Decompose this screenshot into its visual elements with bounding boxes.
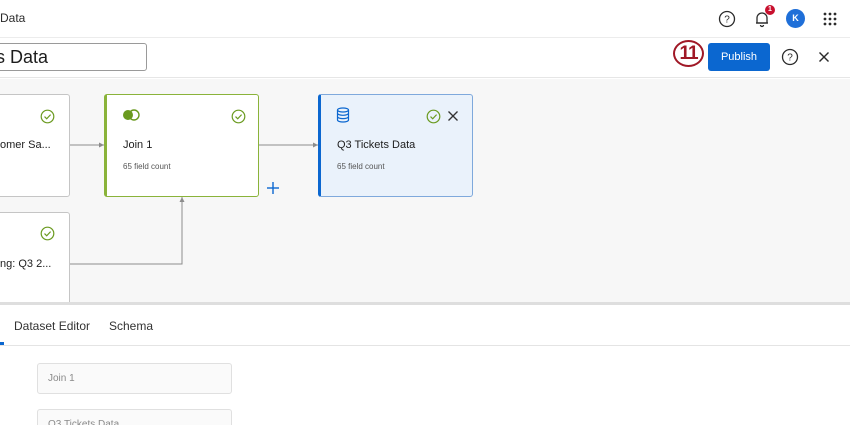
output-node-q3-tickets[interactable]: Q3 Tickets Data 65 field count — [318, 94, 473, 197]
node-label: Q3 Tickets Data — [337, 139, 416, 151]
check-circle-icon — [40, 109, 55, 124]
join-icon — [123, 109, 140, 121]
app-title: Data — [0, 11, 26, 25]
node-label: omer Sa... — [0, 139, 51, 151]
svg-text:?: ? — [787, 53, 793, 64]
apps-grid-icon[interactable] — [820, 9, 840, 29]
add-node-icon[interactable] — [266, 181, 280, 195]
publish-button[interactable]: Publish — [708, 43, 770, 71]
panel-resize-handle[interactable] — [0, 302, 850, 305]
bell-icon[interactable] — [752, 9, 772, 29]
check-circle-icon — [426, 109, 441, 124]
tab-divider — [0, 345, 850, 346]
workflow-canvas[interactable]: omer Sa... Join 1 65 field count Q3 Tick… — [0, 79, 850, 304]
node-field-count: 65 field count — [123, 162, 171, 171]
source-node-q3[interactable]: ng: Q3 2... — [0, 212, 70, 304]
node-label: ng: Q3 2... — [0, 258, 52, 270]
top-bar: Data ? 1 K — [0, 0, 850, 38]
source-field-q3-tickets[interactable]: Q3 Tickets Data — [37, 409, 232, 425]
check-circle-icon — [40, 226, 55, 241]
help-icon[interactable]: ? — [780, 47, 800, 67]
active-tab-indicator — [0, 342, 4, 345]
user-avatar[interactable]: K — [786, 9, 805, 28]
source-field-join[interactable]: Join 1 — [37, 363, 232, 394]
notification-badge: 1 — [765, 5, 775, 15]
source-node-customer[interactable]: omer Sa... — [0, 94, 70, 197]
svg-text:?: ? — [724, 15, 730, 26]
connector-lines — [70, 142, 318, 265]
dataset-name-input[interactable] — [0, 43, 147, 71]
remove-node-icon[interactable] — [447, 110, 459, 122]
tab-schema[interactable]: Schema — [109, 319, 154, 333]
join-node[interactable]: Join 1 65 field count — [104, 94, 259, 197]
check-circle-icon — [231, 109, 246, 124]
database-icon — [336, 107, 350, 123]
close-icon[interactable] — [815, 48, 833, 66]
help-icon[interactable]: ? — [717, 9, 737, 29]
tab-dataset-editor[interactable]: Dataset Editor — [14, 319, 91, 333]
node-label: Join 1 — [123, 139, 153, 151]
node-field-count: 65 field count — [337, 162, 385, 171]
step-number-badge: 11 — [673, 40, 704, 67]
editor-panel: Dataset Editor Schema Join 1 Q3 Tickets … — [0, 305, 850, 425]
